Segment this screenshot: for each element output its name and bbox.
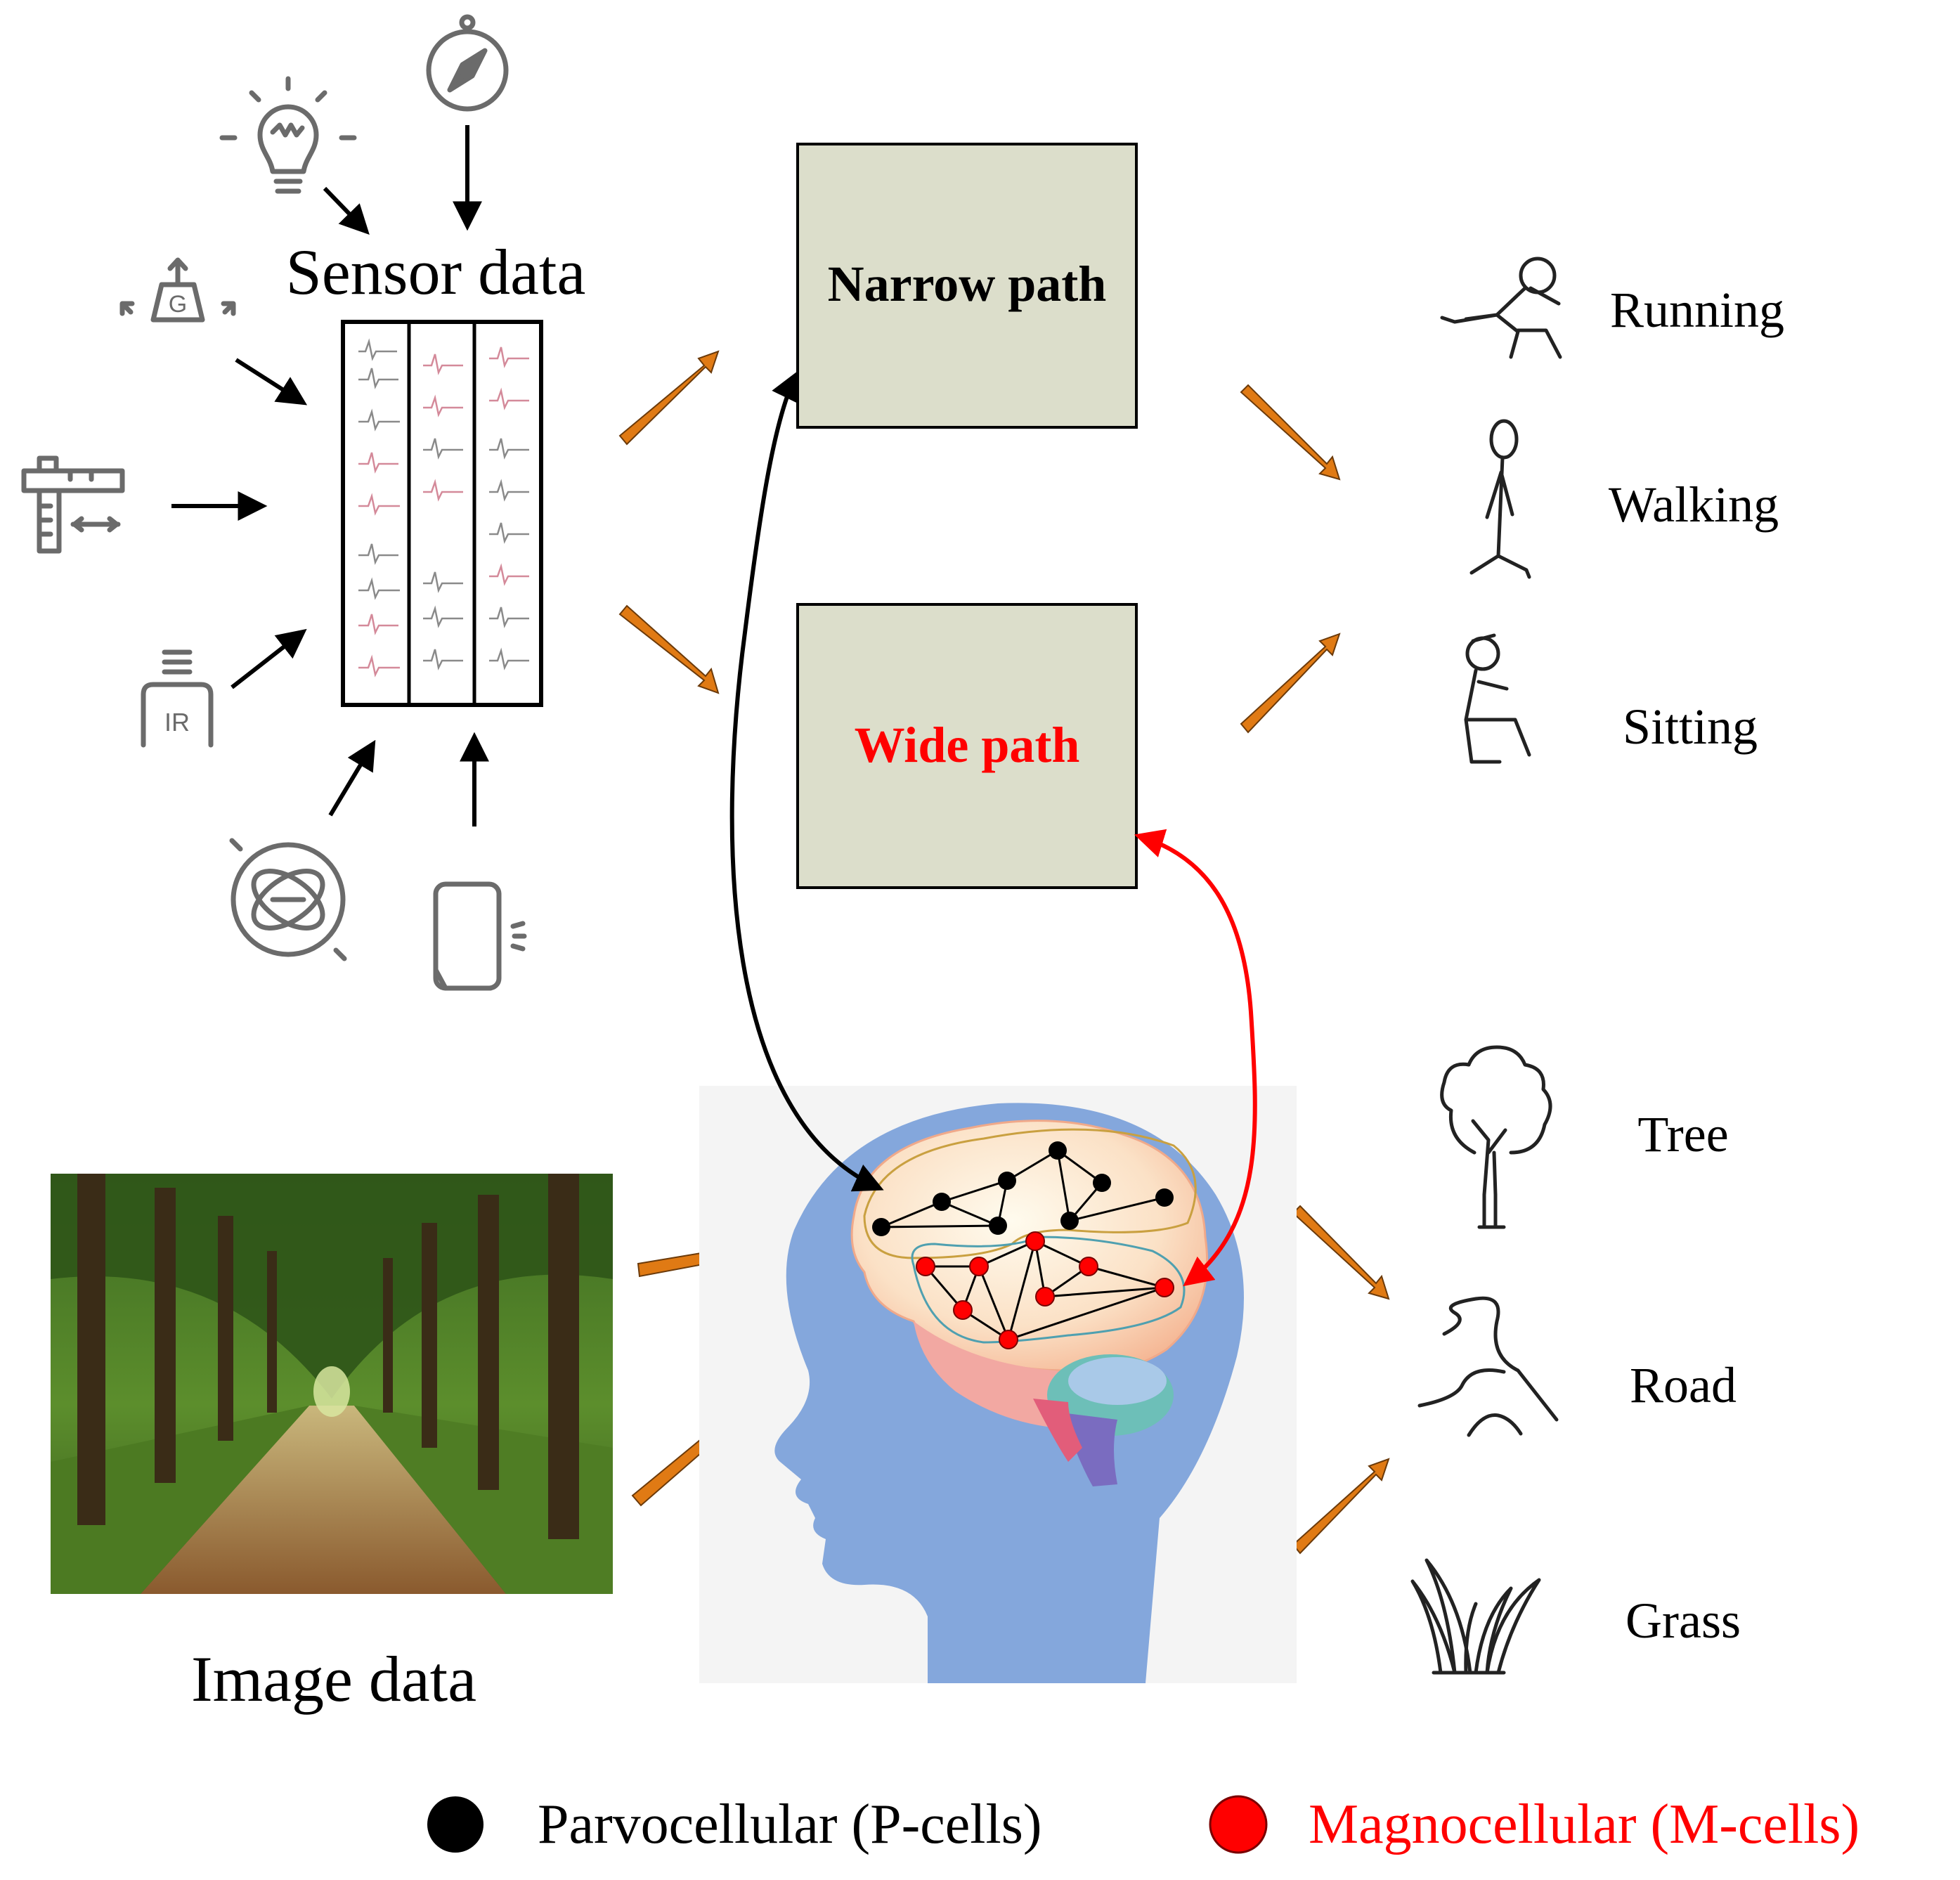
narrow-path-box: Narrow path	[796, 143, 1138, 429]
legend-m-cell-label: Magnocellular (M-cells)	[1309, 1794, 1860, 1855]
p-cell-node	[933, 1193, 951, 1211]
svg-text:IR: IR	[164, 708, 190, 737]
m-cell-node	[1025, 1231, 1045, 1251]
sensor-signal-panel	[341, 320, 543, 707]
p-cell-node	[1049, 1141, 1067, 1160]
sensor-input-arrows	[171, 125, 489, 826]
p-cell-node	[989, 1217, 1007, 1235]
m-cell-node	[1079, 1257, 1098, 1276]
narrow-path-label: Narrow path	[828, 256, 1107, 312]
activity-label-running: Running	[1610, 282, 1784, 338]
legend-m-cell-marker	[1209, 1795, 1268, 1854]
m-cell-node	[1035, 1287, 1055, 1307]
m-cell-node	[969, 1257, 989, 1276]
gravity-sensor-icon: G	[119, 257, 236, 323]
svg-text:G: G	[169, 291, 187, 318]
p-cell-network-edges	[881, 1149, 1165, 1229]
p-cell-node	[998, 1172, 1016, 1190]
head-brain-illustration	[699, 1086, 1297, 1683]
forest-road-photo	[51, 1174, 613, 1594]
signal-traces	[358, 338, 529, 678]
p-cell-node	[1060, 1212, 1079, 1230]
running-figure-icon	[1440, 257, 1562, 359]
activity-label-walking: Walking	[1609, 477, 1779, 533]
legend: Parvocellular (P-cells) Magnocellular (M…	[427, 1794, 1860, 1855]
p-cell-node	[1155, 1188, 1174, 1207]
m-cell-nodes	[916, 1231, 1174, 1349]
p-cell-node	[872, 1218, 890, 1236]
grass-icon	[1410, 1558, 1541, 1675]
m-cell-node	[953, 1300, 973, 1320]
legend-p-cell-label: Parvocellular (P-cells)	[538, 1794, 1042, 1855]
sitting-figure-icon	[1464, 633, 1531, 764]
brain-stem	[1061, 1413, 1117, 1486]
sensor-data-title: Sensor data	[286, 236, 586, 308]
compass-icon	[426, 14, 509, 112]
image-data-title: Image data	[191, 1643, 476, 1715]
lightbulb-icon	[219, 76, 357, 194]
legend-p-cell-marker	[427, 1796, 483, 1853]
wide-path-connector	[1134, 829, 1257, 1287]
ruler-icon	[21, 455, 125, 554]
phone-vibration-icon	[433, 881, 527, 991]
m-cell-node	[916, 1257, 935, 1276]
tree-icon	[1440, 1045, 1552, 1229]
walking-figure-icon	[1469, 419, 1531, 579]
gyroscope-icon	[229, 838, 347, 961]
m-cell-region-outline	[911, 1236, 1186, 1344]
p-cell-node	[1093, 1174, 1111, 1192]
m-cell-node	[1155, 1278, 1174, 1297]
scene-label-grass: Grass	[1625, 1593, 1741, 1649]
road-icon	[1417, 1296, 1559, 1437]
ir-sensor-icon: IR	[141, 649, 214, 748]
wide-path-label: Wide path	[855, 717, 1080, 773]
activity-label-sitting: Sitting	[1623, 699, 1758, 755]
narrow-path-connector	[729, 370, 884, 1192]
scene-label-tree: Tree	[1637, 1106, 1728, 1162]
m-cell-node	[999, 1330, 1018, 1349]
scene-label-road: Road	[1630, 1357, 1737, 1413]
wide-path-box: Wide path	[796, 603, 1138, 889]
